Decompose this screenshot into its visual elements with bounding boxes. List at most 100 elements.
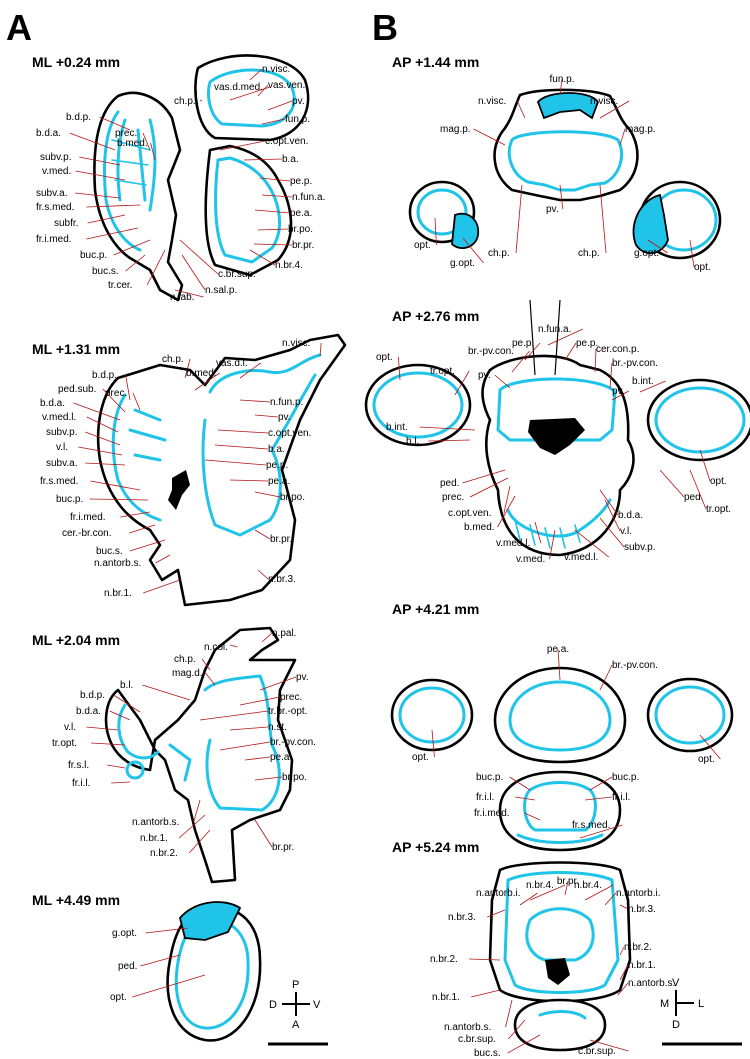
structure-label: tr.cer. [108, 280, 132, 291]
structure-label: fr.i.l. [612, 792, 630, 803]
panel-letter-a: A [6, 7, 32, 48]
panel-letter-b: B [372, 7, 398, 48]
structure-label: br.-pv.con. [612, 358, 658, 369]
structure-label: opt. [694, 262, 711, 273]
structure-label: pe.p. [290, 176, 312, 187]
axis-b-left: M [660, 998, 669, 1010]
structure-label: c.opt.ven. [448, 508, 491, 519]
structure-label: n.antorb.i. [476, 888, 520, 899]
structure-label: tr.opt. [706, 504, 731, 515]
structure-label: fun.p. [549, 74, 574, 85]
structure-label: br.-pv.con. [270, 737, 316, 748]
structure-label: pv. [478, 370, 491, 381]
structure-label: tr.opt. [52, 738, 77, 749]
structure-label: ch.p. [174, 96, 196, 107]
structure-label: br.pr. [270, 534, 292, 545]
structure-label: opt. [412, 752, 429, 763]
structure-label: subv.p. [624, 542, 656, 553]
section-title-ml-1-31: ML +1.31 mm [32, 341, 120, 357]
axis-a-right: V [313, 999, 321, 1011]
section-title-ml-2-04: ML +2.04 mm [32, 632, 120, 648]
structure-label: subfr. [54, 218, 78, 229]
structure-label: n.antorb.s. [132, 817, 179, 828]
label-leader [111, 782, 130, 783]
structure-label: n.br.4. [574, 880, 602, 891]
structure-label: fr.s.med. [36, 202, 74, 213]
structure-label: opt. [698, 754, 715, 765]
structure-label: b.med. [464, 522, 495, 533]
structure-label: b.a. [268, 444, 285, 455]
structure-label: g.opt. [450, 258, 475, 269]
structure-label: buc.p. [56, 494, 83, 505]
label-leader [565, 343, 576, 360]
structure-label: n.sal.p. [205, 285, 237, 296]
structure-label: tr.br.-opt. [268, 706, 307, 717]
structure-label: g.opt. [634, 248, 659, 259]
structure-label: pe.a. [547, 644, 569, 655]
structure-label: pe.p. [576, 338, 598, 349]
structure-label: ped.sub. [58, 384, 96, 395]
structure-label: mag.d. [172, 668, 203, 679]
structure-label: n.fun.p. [270, 397, 303, 408]
section-title-ml-4-49: ML +4.49 mm [32, 892, 120, 908]
structure-label: pe.a. [290, 208, 312, 219]
structure-label: ped. [440, 478, 459, 489]
structure-label: pe.p. [512, 338, 534, 349]
structure-label: buc.s. [92, 266, 119, 277]
axis-a-top: P [292, 979, 299, 991]
structure-label: pe.a. [268, 476, 290, 487]
structure-label: buc.s. [474, 1048, 501, 1059]
label-leader [107, 765, 125, 768]
structure-label: fr.s.l. [68, 760, 89, 771]
structure-label: pe.p. [266, 460, 288, 471]
structure-label: b.int. [632, 376, 654, 387]
structure-label: b.d.p. [66, 112, 91, 123]
structure-label: n.visc. [282, 338, 310, 349]
structure-label: n.br.4. [275, 260, 303, 271]
structure-label: v.l. [64, 722, 76, 733]
structure-label: b.int. [386, 422, 408, 433]
structure-label: ped. [118, 961, 137, 972]
structure-label: b.d.p. [92, 370, 117, 381]
structure-label: pv. [296, 672, 309, 683]
structure-label: n.lab. [170, 292, 194, 303]
section-title-ml-0-24: ML +0.24 mm [32, 54, 120, 70]
structure-label: n.antorb.s. [444, 1022, 491, 1033]
structure-label: pv. [278, 412, 291, 423]
structure-label: b.d.a. [618, 510, 643, 521]
structure-label: v.med. [516, 554, 545, 565]
section-title-ap-4-21: AP +4.21 mm [392, 601, 479, 617]
structure-label: n.visc. [478, 96, 506, 107]
structure-label: n.st. [268, 722, 287, 733]
axis-b-right: L [698, 998, 704, 1010]
axis-a-left: D [269, 999, 277, 1011]
label-leader [142, 685, 190, 700]
structure-label: b.a. [282, 154, 299, 165]
structure-label: n.col. [204, 642, 228, 653]
structure-label: c.opt.ven. [265, 136, 308, 147]
structure-label: b.d.a. [40, 398, 65, 409]
structure-label: pv. [612, 386, 625, 397]
structure-label: subv.p. [40, 152, 72, 163]
section-ap-4-21-drawing [392, 668, 732, 850]
structure-label: v.med.l. [564, 552, 598, 563]
structure-label: ch.p. [162, 354, 184, 365]
structure-label: b.d.a. [76, 706, 101, 717]
structure-label: subv.a. [36, 188, 68, 199]
structure-label: br.po. [280, 492, 305, 503]
structure-label: br.po. [282, 772, 307, 783]
structure-label: vas.d.l. [216, 358, 248, 369]
structure-label: n.br.3. [448, 912, 476, 923]
label-leader [143, 580, 180, 593]
structure-label: v.med.l. [496, 538, 530, 549]
structure-label: v.l. [620, 526, 632, 537]
structure-label: prec. [442, 492, 464, 503]
structure-label: b.d.a. [36, 128, 61, 139]
label-leader [182, 255, 205, 290]
structure-label: buc.p. [80, 250, 107, 261]
structure-label: b.l. [406, 436, 419, 447]
label-leader [471, 990, 500, 997]
structure-label: opt. [710, 476, 727, 487]
structure-label: v.l. [56, 442, 68, 453]
